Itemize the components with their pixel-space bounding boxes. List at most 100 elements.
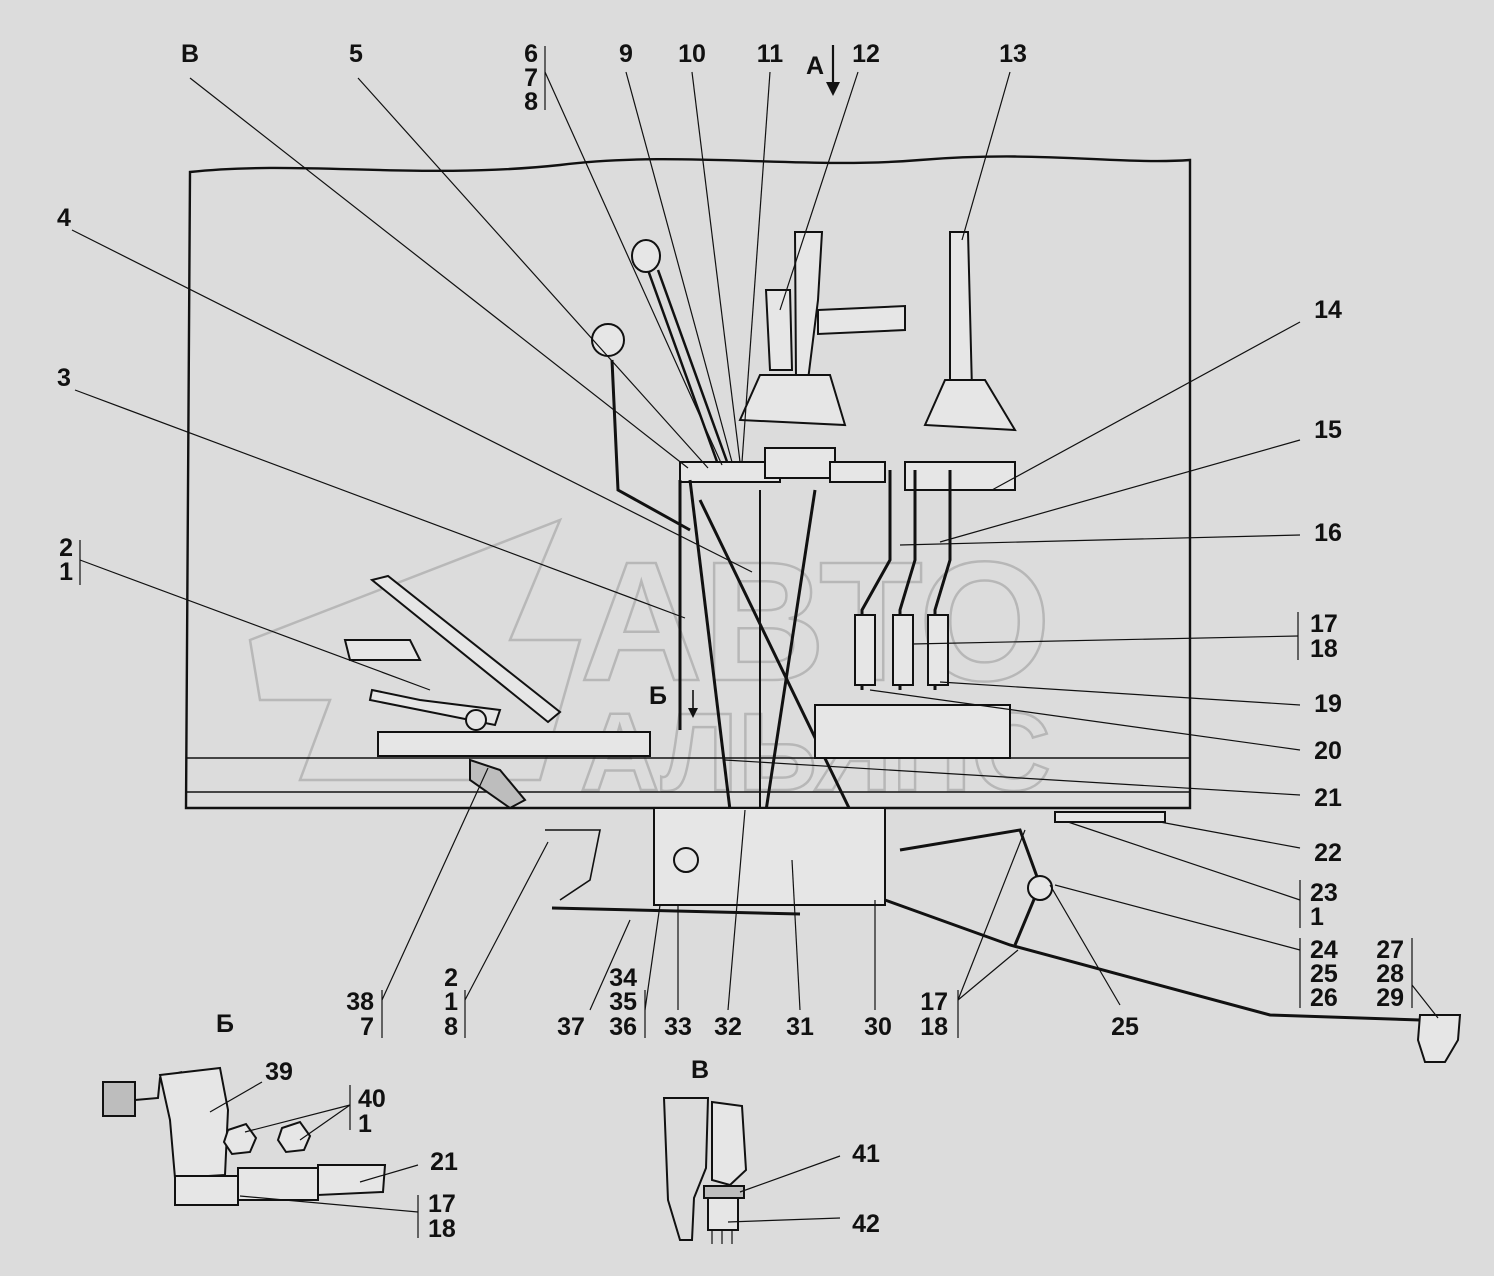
callout-33: 33 — [664, 1013, 692, 1041]
callout-Bsmall: Б — [649, 682, 667, 710]
detail-b-rod — [317, 1164, 387, 1197]
callout-35: 35 — [609, 988, 637, 1016]
callout-A: А — [806, 52, 824, 80]
callout-26: 26 — [1310, 984, 1338, 1012]
valve-block-3 — [904, 461, 1016, 491]
callout-24: 24 — [1310, 936, 1338, 964]
leader-2-1 — [79, 559, 431, 691]
lever-thin-knob — [631, 239, 661, 273]
detail-v-leader-41 — [739, 1155, 841, 1193]
callout-22: 22 — [1314, 839, 1342, 867]
detail-b-callout-18: 18 — [428, 1215, 456, 1243]
leader-27-28-29 — [1411, 984, 1439, 1019]
lever-left-rod — [610, 359, 691, 532]
detail-b-clevis-base — [174, 1175, 239, 1206]
leader-32 — [727, 809, 746, 1011]
callout-14: 14 — [1314, 296, 1342, 324]
callout-25b: 25 — [1111, 1013, 1139, 1041]
leader-2b-1-8 — [464, 841, 549, 1001]
callout-32: 32 — [714, 1013, 742, 1041]
callout-10: 10 — [678, 40, 706, 68]
housing-port — [673, 847, 699, 873]
callout-37: 37 — [557, 1013, 585, 1041]
control-valve-end — [1416, 1014, 1462, 1063]
detail-b-leader-21 — [359, 1164, 419, 1183]
leader-37 — [589, 919, 631, 1011]
detail-b-callout-39: 39 — [265, 1058, 293, 1086]
leader-9 — [625, 71, 733, 463]
detail-v-nut — [703, 1185, 745, 1199]
callout-30: 30 — [864, 1013, 892, 1041]
callout-27: 27 — [1376, 936, 1404, 964]
view-B-arrow-head — [688, 708, 698, 718]
leader-17b-b — [957, 949, 1019, 1001]
callout-28: 28 — [1376, 960, 1404, 988]
callout-1a: 1 — [59, 558, 73, 586]
detail-v-panel — [662, 1097, 710, 1241]
leader-19 — [939, 681, 1301, 706]
accelerator-pedal — [369, 574, 562, 724]
lever-thin-rod-1 — [646, 269, 722, 471]
callout-15: 15 — [1314, 416, 1342, 444]
clevis-3 — [927, 614, 949, 686]
leader-15 — [939, 439, 1301, 543]
callout-13: 13 — [999, 40, 1027, 68]
detail-b: Б 39 40 1 21 17 18 — [102, 1010, 458, 1243]
clevis-2 — [892, 614, 914, 686]
leader-17b-a — [957, 829, 1026, 1001]
leader-lines — [71, 46, 1439, 1038]
lever-thin-rod-2 — [656, 269, 732, 471]
joystick-3-boot — [923, 379, 1017, 432]
callout-1c: 1 — [444, 988, 458, 1016]
linkage-pivot — [1027, 875, 1053, 901]
leader-11 — [741, 71, 771, 463]
detail-v-sensor — [707, 1197, 739, 1231]
callout-2b: 2 — [444, 964, 458, 992]
callout-4: 4 — [57, 204, 71, 232]
callout-17a: 17 — [1310, 610, 1338, 638]
detail-b-leader-39 — [209, 1081, 263, 1113]
joystick-2-grip — [793, 231, 824, 381]
callout-31: 31 — [786, 1013, 814, 1041]
leader-6-7-8 — [544, 71, 723, 466]
detail-v-switch-body — [711, 1100, 748, 1187]
callout-29: 29 — [1376, 984, 1404, 1012]
detail-b-title: Б — [216, 1010, 234, 1038]
detail-v-title: В — [691, 1056, 709, 1084]
bellcrank-left — [545, 829, 601, 901]
detail-b-callout-1: 1 — [358, 1110, 372, 1138]
callout-34: 34 — [609, 964, 637, 992]
detail-b-callout-17: 17 — [428, 1190, 456, 1218]
callout-23: 23 — [1310, 879, 1338, 907]
callout-17b: 17 — [920, 988, 948, 1016]
leader-25b — [1049, 884, 1121, 1006]
view-A-arrow-head — [826, 82, 840, 96]
leader-23-1 — [1067, 821, 1301, 901]
callout-7b: 7 — [360, 1013, 374, 1041]
callout-labels: В 5 6 7 8 9 10 11 А 12 13 4 3 2 1 14 15 … — [57, 40, 1404, 1041]
leader-38-7 — [381, 767, 489, 1001]
watermark-logo — [248, 517, 582, 782]
brake-pedal-pad — [343, 639, 422, 661]
callout-21: 21 — [1314, 784, 1342, 812]
callout-8a: 8 — [524, 88, 538, 116]
leader-17-18 — [911, 635, 1299, 645]
pedal-base-plate — [377, 731, 651, 757]
callout-38: 38 — [346, 988, 374, 1016]
leader-4 — [71, 229, 753, 573]
leader-14 — [991, 321, 1301, 491]
detail-b-leader-40a — [244, 1104, 351, 1133]
detail-v: В 41 42 — [662, 1056, 880, 1244]
detail-b-leader-40b — [299, 1104, 351, 1141]
underfloor-linkage — [545, 807, 1462, 1063]
pedal-bracket — [469, 758, 527, 810]
leader-31 — [791, 859, 801, 1011]
watermark-line1: АВТО — [580, 527, 1051, 717]
callout-2a: 2 — [59, 534, 73, 562]
callout-25a: 25 — [1310, 960, 1338, 988]
leader-3 — [74, 389, 686, 619]
leader-10 — [691, 71, 741, 463]
leader-16 — [899, 534, 1301, 546]
cab-panel — [184, 155, 1192, 810]
detail-b-housing — [158, 1066, 230, 1180]
